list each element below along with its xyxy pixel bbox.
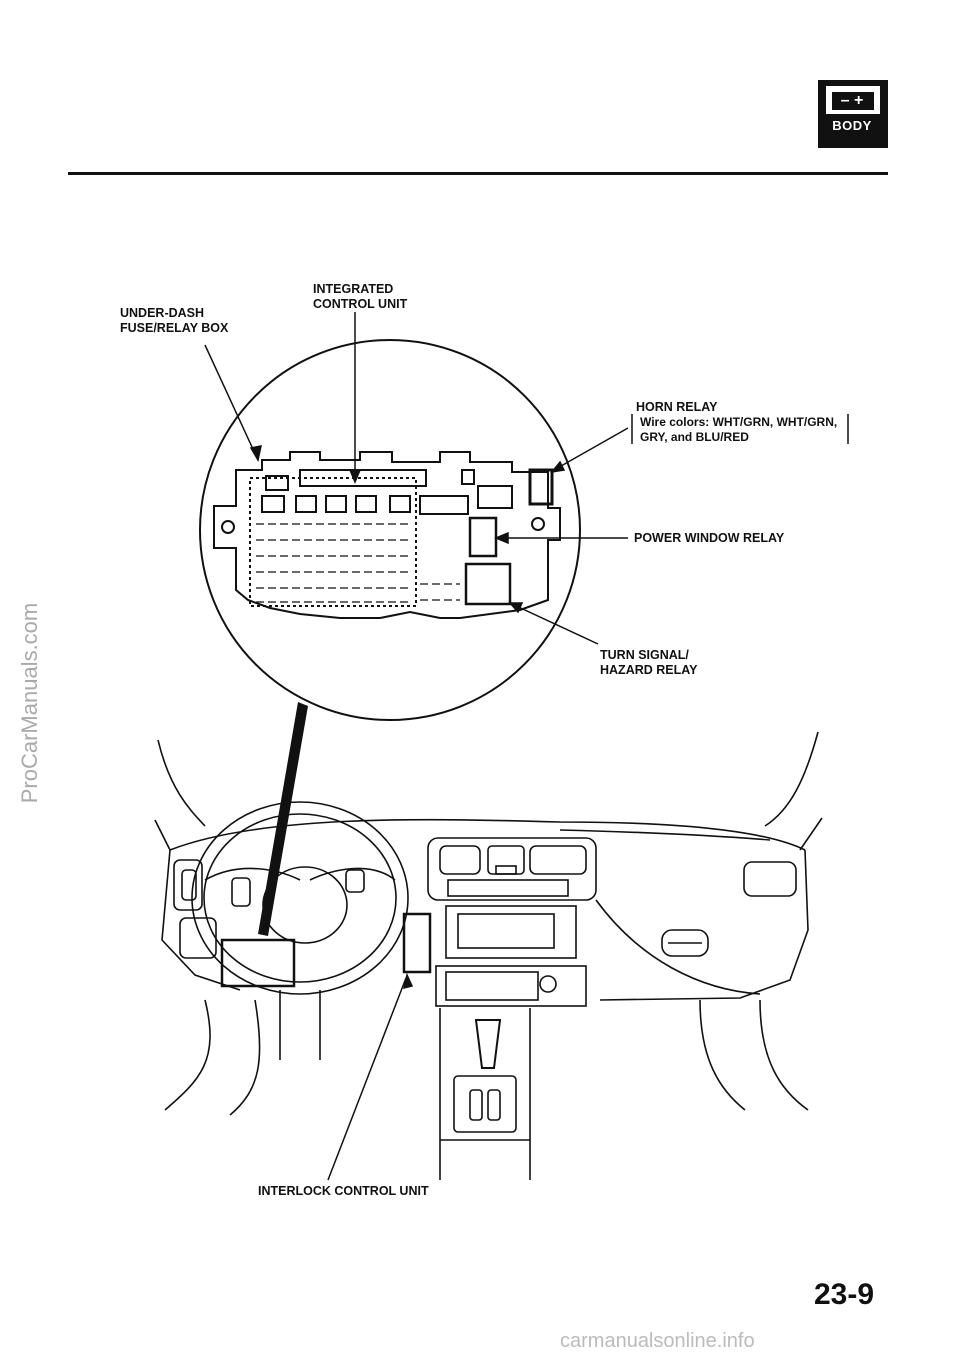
section-badge bbox=[818, 80, 888, 148]
label-wire-colors-line1: Wire colors: WHT/GRN, WHT/GRN, bbox=[640, 415, 838, 429]
connector bbox=[265, 475, 289, 491]
connector bbox=[325, 495, 347, 513]
connector bbox=[389, 495, 411, 513]
connector bbox=[477, 485, 513, 509]
fuse-grid bbox=[256, 523, 460, 603]
leader-horn bbox=[553, 427, 629, 471]
dashboard bbox=[154, 731, 823, 1180]
badge-symbol: – + bbox=[840, 92, 864, 109]
leader-interlock bbox=[327, 977, 407, 1181]
mount-hole-right bbox=[531, 517, 545, 531]
label-power-window-relay: POWER WINDOW RELAY bbox=[634, 531, 785, 545]
integrated-control-unit bbox=[249, 477, 417, 607]
leader-turn-signal bbox=[511, 603, 599, 645]
turn-signal-relay bbox=[464, 562, 512, 606]
label-wire-colors-line2: GRY, and BLU/RED bbox=[640, 430, 749, 444]
zoom-pointer bbox=[258, 702, 308, 936]
magnifier-circle bbox=[199, 339, 581, 721]
label-under-dash-line1: UNDER-DASH bbox=[120, 306, 205, 320]
label-integrated-line1: INTEGRATED bbox=[313, 282, 394, 296]
watermark-bottom: carmanualsonline.info bbox=[560, 1330, 755, 1352]
leader-under-dash bbox=[204, 344, 259, 461]
label-turn-signal-line1: TURN SIGNAL/ bbox=[600, 648, 689, 662]
fuse-relay-box bbox=[213, 451, 561, 619]
watermark-left: ProCarManuals.com bbox=[17, 602, 42, 804]
power-window-relay bbox=[468, 516, 498, 558]
arrowhead bbox=[402, 972, 414, 990]
connector bbox=[295, 495, 317, 513]
page-number: 23-9 bbox=[814, 1278, 875, 1311]
header-rule bbox=[68, 172, 888, 175]
arrowhead bbox=[249, 445, 262, 463]
badge-frame-icon bbox=[818, 80, 888, 148]
arrowhead bbox=[348, 469, 362, 484]
arrowhead bbox=[550, 460, 566, 474]
label-interlock: INTERLOCK CONTROL UNIT bbox=[258, 1184, 429, 1198]
arrowhead bbox=[494, 531, 509, 545]
connector bbox=[419, 495, 469, 515]
label-horn-relay: HORN RELAY bbox=[636, 400, 718, 414]
arrowhead bbox=[508, 602, 524, 614]
connector bbox=[355, 495, 377, 513]
connector bbox=[461, 469, 475, 485]
horn-relay bbox=[528, 468, 554, 506]
connector bbox=[299, 469, 427, 487]
label-integrated-line2: CONTROL UNIT bbox=[313, 297, 408, 311]
mount-hole-left bbox=[221, 520, 235, 534]
label-turn-signal-line2: HAZARD RELAY bbox=[600, 663, 698, 677]
label-under-dash-line2: FUSE/RELAY BOX bbox=[120, 321, 229, 335]
badge-label: BODY bbox=[832, 118, 872, 133]
connector bbox=[261, 495, 285, 513]
